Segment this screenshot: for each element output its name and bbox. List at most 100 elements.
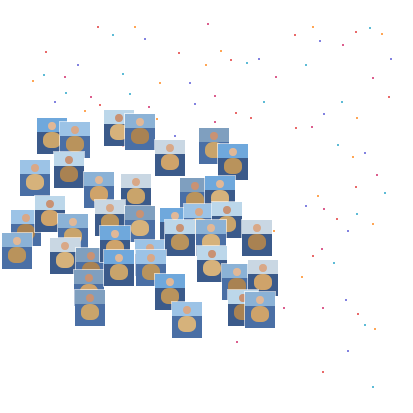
- scatter-dot: [321, 248, 323, 250]
- thumbnail-face: [256, 296, 264, 305]
- thumbnail-face: [31, 164, 39, 173]
- thumbnail-fish: [211, 189, 229, 206]
- thumbnail-face: [183, 306, 191, 315]
- scatter-dot: [372, 77, 374, 79]
- thumbnail-fish: [228, 277, 246, 294]
- thumbnail-face: [86, 294, 94, 303]
- photo-thumbnail: [136, 250, 166, 286]
- scatter-dot: [112, 34, 114, 36]
- scatter-dot: [214, 95, 216, 97]
- thumbnail-face: [111, 230, 119, 239]
- thumbnail-face: [253, 224, 261, 233]
- scatter-dot: [122, 145, 124, 147]
- scatter-dot: [77, 64, 79, 66]
- thumbnail-face: [191, 182, 199, 191]
- photo-thumbnail: [125, 114, 155, 150]
- thumbnail-face: [48, 122, 56, 131]
- scatter-dot: [283, 307, 285, 309]
- thumbnail-fish: [56, 251, 74, 268]
- scatter-dot: [372, 386, 374, 388]
- photo-thumbnail: [242, 220, 272, 256]
- thumbnail-fish: [66, 135, 84, 152]
- scatter-dot: [230, 59, 232, 61]
- photo-thumbnail: [104, 250, 134, 286]
- thumbnail-face: [176, 224, 184, 233]
- scatter-dot: [294, 34, 296, 36]
- thumbnail-face: [216, 180, 224, 189]
- scatter-dot: [341, 101, 343, 103]
- thumbnail-face: [46, 200, 54, 209]
- scatter-dot: [356, 117, 358, 119]
- thumbnail-face: [147, 254, 155, 263]
- scatter-dot: [372, 223, 374, 225]
- scatter-dot: [355, 31, 357, 33]
- thumbnail-fish: [186, 191, 204, 208]
- thumbnail-fish: [161, 287, 179, 304]
- scatter-dot: [347, 230, 349, 232]
- photo-thumbnail: [155, 274, 185, 310]
- thumbnail-fish: [131, 219, 149, 236]
- scatter-dot: [45, 51, 47, 53]
- scatter-dot: [388, 96, 390, 98]
- thumbnail-fish: [171, 233, 189, 250]
- scatter-dot: [364, 324, 366, 326]
- scatter-dot: [64, 76, 66, 78]
- photo-thumbnail: [50, 238, 80, 274]
- thumbnail-face: [132, 178, 140, 187]
- thumbnail-fish: [202, 233, 220, 250]
- scatter-dot: [54, 101, 56, 103]
- photo-thumbnail: [54, 152, 84, 188]
- thumbnail-face: [166, 278, 174, 287]
- thumbnail-face: [65, 156, 73, 165]
- scatter-dot: [342, 44, 344, 46]
- scatter-dot: [295, 127, 297, 129]
- thumbnail-face: [171, 212, 179, 221]
- scatter-dot: [323, 113, 325, 115]
- thumbnail-face: [95, 176, 103, 185]
- scatter-dot: [369, 27, 371, 29]
- thumbnail-fish: [8, 246, 26, 263]
- thumbnail-fish: [203, 259, 221, 276]
- thumbnail-fish: [251, 305, 269, 322]
- scatter-dot: [220, 50, 222, 52]
- scatter-dot: [374, 328, 376, 330]
- thumbnail-fish: [81, 303, 99, 320]
- thumbnail-face: [195, 208, 203, 217]
- thumbnail-face: [229, 148, 237, 157]
- thumbnail-face: [61, 242, 69, 251]
- thumbnail-face: [69, 218, 77, 227]
- photo-thumbnail: [35, 196, 65, 232]
- scatter-dot: [99, 104, 101, 106]
- scatter-dot: [214, 121, 216, 123]
- thumbnail-fish: [41, 209, 59, 226]
- scatter-dot: [250, 117, 252, 119]
- scatter-dot: [356, 213, 358, 215]
- thumbnail-fish: [248, 233, 266, 250]
- scatter-dot: [144, 38, 146, 40]
- scatter-dot: [84, 110, 86, 112]
- scatter-dot: [333, 262, 335, 264]
- scatter-dot: [97, 26, 99, 28]
- thumbnail-fish: [110, 263, 128, 280]
- thumbnail-fish: [110, 123, 128, 140]
- thumbnail-fish: [161, 153, 179, 170]
- thumbnail-face: [259, 264, 267, 273]
- photo-thumbnail: [245, 292, 275, 328]
- scatter-dot: [246, 62, 248, 64]
- scatter-dot: [337, 144, 339, 146]
- scatter-dot: [236, 341, 238, 343]
- photo-thumbnail: [75, 290, 105, 326]
- scatter-dot: [301, 276, 303, 278]
- scatter-dot: [390, 58, 392, 60]
- photo-thumbnail: [172, 302, 202, 338]
- thumbnail-face: [208, 250, 216, 259]
- scatter-dot: [174, 135, 176, 137]
- thumbnail-face: [233, 268, 241, 277]
- photo-thumbnail: [155, 140, 185, 176]
- scatter-dot: [258, 58, 260, 60]
- thumbnail-face: [146, 244, 154, 253]
- scatter-dot: [312, 26, 314, 28]
- thumbnail-face: [207, 224, 215, 233]
- thumbnail-fish: [127, 187, 145, 204]
- scatter-dot: [275, 76, 277, 78]
